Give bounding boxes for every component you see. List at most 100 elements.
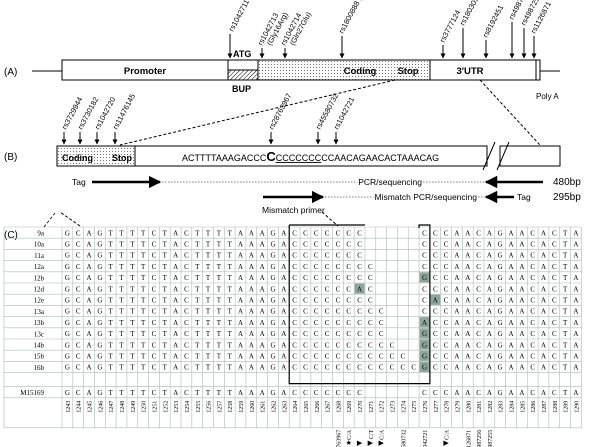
base-cell: A xyxy=(519,263,524,271)
seq-polyc: CCCCCCC xyxy=(276,153,322,163)
row-label: M15169 xyxy=(20,389,44,397)
base-cell: G xyxy=(270,330,275,338)
base-cell: T xyxy=(228,297,233,305)
base-cell: T xyxy=(563,389,568,397)
variant-highlight xyxy=(419,350,430,361)
base-cell: A xyxy=(238,308,243,316)
base-cell: A xyxy=(487,252,492,260)
base-cell: C xyxy=(152,353,157,361)
base-cell: A xyxy=(508,319,513,327)
panel-b: (B) Coding Stop ACTTTTAAAGACCCCCCCCCCCCC… xyxy=(4,92,581,227)
variant-annotation: rs4987256 xyxy=(477,430,483,447)
base-cell: T xyxy=(163,285,168,293)
base-cell: C xyxy=(476,241,481,249)
base-cell: A xyxy=(422,319,427,327)
base-cell: A xyxy=(87,319,92,327)
base-cell: C xyxy=(476,353,481,361)
row-label: 10a xyxy=(34,241,45,249)
base-cell: A xyxy=(465,229,470,237)
variant-highlight xyxy=(419,328,430,339)
position-label: 1290 xyxy=(574,401,580,413)
position-label: 1273 xyxy=(391,401,397,413)
base-cell: C xyxy=(76,308,81,316)
base-cell: T xyxy=(563,297,568,305)
base-cell: A xyxy=(465,285,470,293)
base-cell: A xyxy=(454,389,459,397)
base-cell: T xyxy=(228,353,233,361)
utr-sequence-box xyxy=(134,145,488,167)
base-cell: C xyxy=(368,341,373,349)
base-cell: G xyxy=(498,285,503,293)
position-label: 1254 xyxy=(185,401,191,413)
base-cell: A xyxy=(508,389,513,397)
row-label: 13b xyxy=(34,319,45,327)
base-cell: C xyxy=(336,330,341,338)
base-cell: T xyxy=(163,353,168,361)
base-cell: C xyxy=(184,229,189,237)
base-cell: C xyxy=(303,274,308,282)
atg-label: ATG xyxy=(233,49,251,59)
base-cell: T xyxy=(563,353,568,361)
base-cell: A xyxy=(465,297,470,305)
base-cell: T xyxy=(119,364,124,372)
base-cell: T xyxy=(217,274,222,282)
base-cell: T xyxy=(141,341,146,349)
base-cell: A xyxy=(173,308,178,316)
base-cell: T xyxy=(163,229,168,237)
base-cell: C xyxy=(530,364,535,372)
base-cell: A xyxy=(281,364,286,372)
base-cell: T xyxy=(119,341,124,349)
base-cell: A xyxy=(541,364,546,372)
base-cell: C xyxy=(292,308,297,316)
base-cell: T xyxy=(195,297,200,305)
base-cell: A xyxy=(454,252,459,260)
base-cell: C xyxy=(184,252,189,260)
base-cell: C xyxy=(292,285,297,293)
base-cell: T xyxy=(195,341,200,349)
base-cell: C xyxy=(379,330,384,338)
base-cell: C xyxy=(444,353,449,361)
base-cell: C xyxy=(346,241,351,249)
position-label: 1261 xyxy=(261,401,267,413)
base-cell: C xyxy=(476,252,481,260)
base-cell: C xyxy=(368,330,373,338)
base-cell: T xyxy=(130,330,135,338)
base-cell: G xyxy=(97,241,102,249)
base-cell: C xyxy=(433,241,438,249)
base-cell: A xyxy=(487,330,492,338)
utr-label: 3'UTR xyxy=(456,66,483,77)
base-cell: C xyxy=(476,341,481,349)
base-cell: T xyxy=(228,229,233,237)
base-cell: C xyxy=(346,364,351,372)
position-label: 1258 xyxy=(228,401,234,413)
position-label: 1276 xyxy=(423,401,429,413)
position-label: 1245 xyxy=(88,401,94,413)
position-label: 1287 xyxy=(542,401,548,413)
base-cell: T xyxy=(119,353,124,361)
base-cell: A xyxy=(541,319,546,327)
base-cell: G xyxy=(65,330,70,338)
base-cell: T xyxy=(141,263,146,271)
base-cell: C xyxy=(530,319,535,327)
base-cell: C xyxy=(325,353,330,361)
base-cell: A xyxy=(519,241,524,249)
base-cell: T xyxy=(130,308,135,316)
row-label: 12d xyxy=(34,286,45,294)
base-cell: T xyxy=(141,252,146,260)
base-cell: A xyxy=(260,308,265,316)
base-cell: A xyxy=(487,274,492,282)
base-cell: C xyxy=(325,364,330,372)
base-cell: A xyxy=(249,308,254,316)
base-cell: A xyxy=(508,252,513,260)
base-cell: T xyxy=(195,308,200,316)
base-cell: A xyxy=(519,364,524,372)
base-cell: C xyxy=(152,389,157,397)
base-cell: C xyxy=(184,274,189,282)
base-cell: C xyxy=(357,274,362,282)
base-cell: C xyxy=(552,330,557,338)
base-cell: T xyxy=(206,364,211,372)
base-cell: C xyxy=(292,297,297,305)
base-cell: T xyxy=(130,341,135,349)
base-cell: A xyxy=(541,353,546,361)
base-cell: T xyxy=(130,263,135,271)
